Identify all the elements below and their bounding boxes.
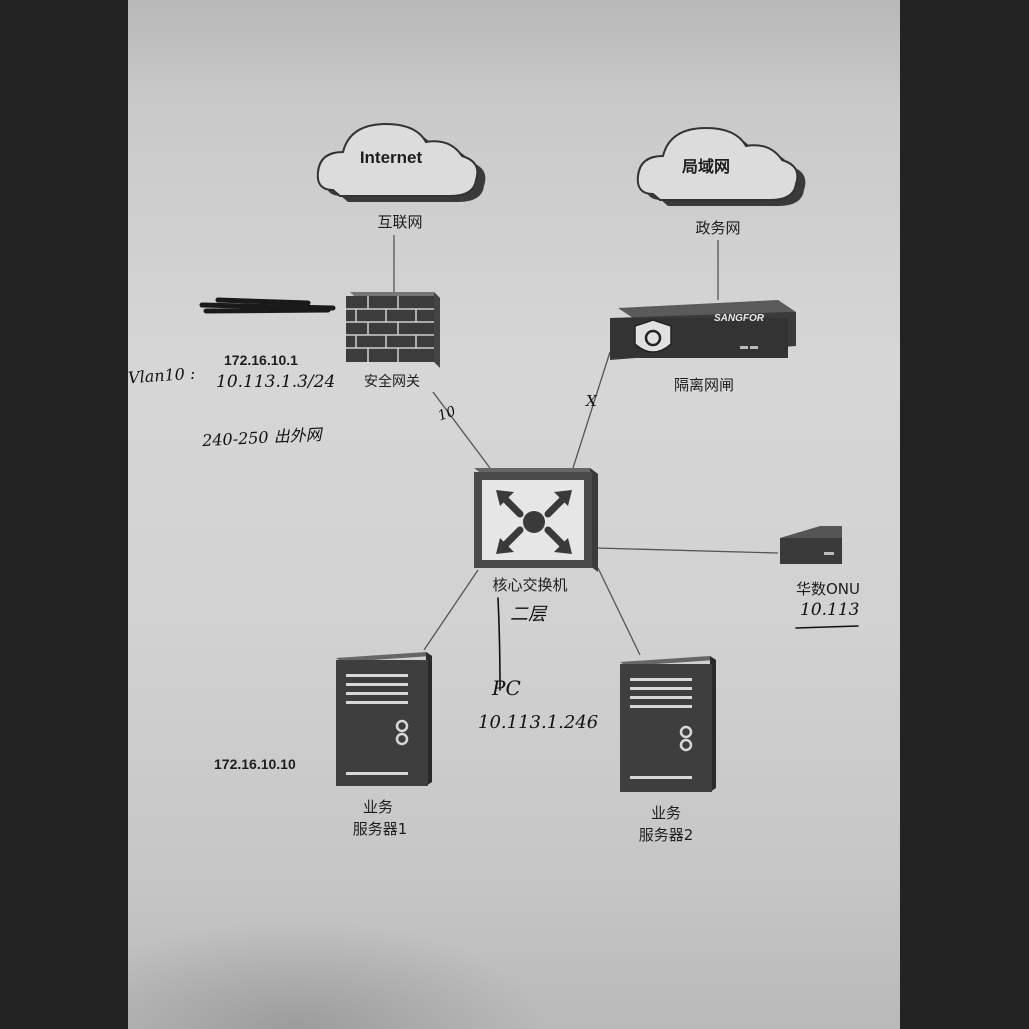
firewall-ip2-note: 10.113.1.3/24: [216, 372, 336, 392]
pc-connector-line: [497, 597, 501, 691]
link-firewall-switch: [432, 391, 491, 469]
firewall-caption: 安全网关: [364, 374, 420, 390]
firewall-icon: [346, 292, 440, 368]
lan-cloud-text: 局域网: [681, 157, 731, 176]
onu-caption: 华数ONU: [795, 580, 861, 598]
onu-ip-note: 10.113: [800, 600, 860, 620]
firewall-ip: 172.16.10.1: [224, 352, 298, 368]
link-switch-server2: [597, 567, 641, 656]
internet-cloud: [316, 122, 486, 202]
link-switch-onu: [595, 547, 779, 554]
gatekeeper-brand: SANGFOR: [714, 313, 765, 324]
server1-icon: [336, 652, 432, 786]
layer-note: 二层: [510, 604, 546, 625]
lan-caption: 政务网: [695, 219, 741, 237]
onu-underline: [795, 625, 859, 629]
server2-caption-line1: 业务: [650, 804, 682, 822]
core-switch-icon: [474, 468, 598, 572]
server1-caption-line2: 服务器1: [352, 820, 408, 838]
core-switch-caption: 核心交换机: [492, 576, 568, 594]
pc-ip-note: 10.113.1.246: [478, 712, 599, 733]
pc-note: PC: [492, 676, 521, 700]
server1-ip: 172.16.10.10: [214, 756, 296, 772]
link-gatekeeper-switch: [572, 351, 611, 469]
gatekeeper-caption: 隔离网闸: [673, 376, 735, 394]
server1-caption-line1: 业务: [362, 798, 394, 816]
onu-icon: [780, 526, 842, 564]
internet-cloud-text: Internet: [359, 148, 423, 167]
paper-sheet: SANGFOR: [128, 0, 900, 1029]
gatekeeper-icon: SANGFOR: [610, 300, 796, 360]
server2-icon: [620, 656, 716, 792]
lan-cloud: [636, 126, 806, 206]
redaction-scribble: [199, 297, 336, 314]
link-gk-note: X: [586, 392, 597, 410]
link-switch-server1: [423, 569, 479, 651]
network-diagram: SANGFOR: [199, 122, 859, 792]
internet-caption: 互联网: [377, 213, 423, 231]
server2-caption-line2: 服务器2: [638, 826, 694, 844]
shadow: [128, 919, 548, 1029]
